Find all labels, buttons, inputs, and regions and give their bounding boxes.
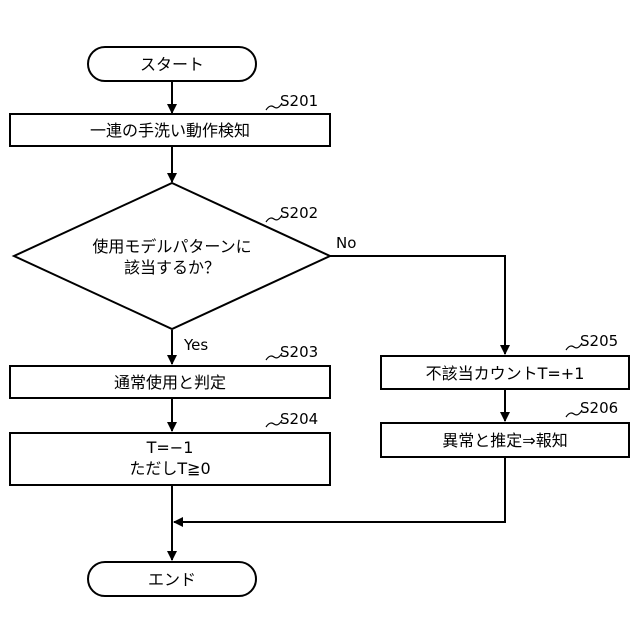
connectors xyxy=(172,81,505,560)
step-s204: T=−1 ただしT≧0 S204 xyxy=(10,410,330,485)
step-s206-id: S206 xyxy=(580,399,618,417)
start-terminal: スタート xyxy=(88,47,256,81)
end-terminal: エンド xyxy=(88,562,256,596)
step-s206-text: 異常と推定⇒報知 xyxy=(442,431,567,450)
step-s203: 通常使用と判定 S203 xyxy=(10,343,330,398)
step-s201-text: 一連の手洗い動作検知 xyxy=(90,121,250,140)
step-s202-line2: 該当するか？ xyxy=(124,258,220,277)
step-s203-text: 通常使用と判定 xyxy=(114,373,226,392)
step-s202-line1: 使用モデルパターンに xyxy=(92,237,251,256)
branch-yes-label: Yes xyxy=(183,336,208,354)
end-label: エンド xyxy=(148,570,196,589)
step-s205-id: S205 xyxy=(580,332,618,350)
step-s202-id: S202 xyxy=(280,204,318,222)
step-s204-line2: ただしT≧0 xyxy=(129,459,210,478)
step-s204-line1: T=−1 xyxy=(146,438,194,457)
arrow-s202-no-to-s205 xyxy=(330,256,505,354)
branch-no-label: No xyxy=(336,234,356,252)
start-label: スタート xyxy=(140,55,204,74)
step-s201-id: S201 xyxy=(280,92,318,110)
step-s201: 一連の手洗い動作検知 S201 xyxy=(10,92,330,146)
step-s205-text: 不該当カウントT=+1 xyxy=(426,364,585,383)
step-s202-decision: 使用モデルパターンに 該当するか？ S202 xyxy=(14,183,330,329)
step-s203-id: S203 xyxy=(280,343,318,361)
step-s204-id: S204 xyxy=(280,410,318,428)
